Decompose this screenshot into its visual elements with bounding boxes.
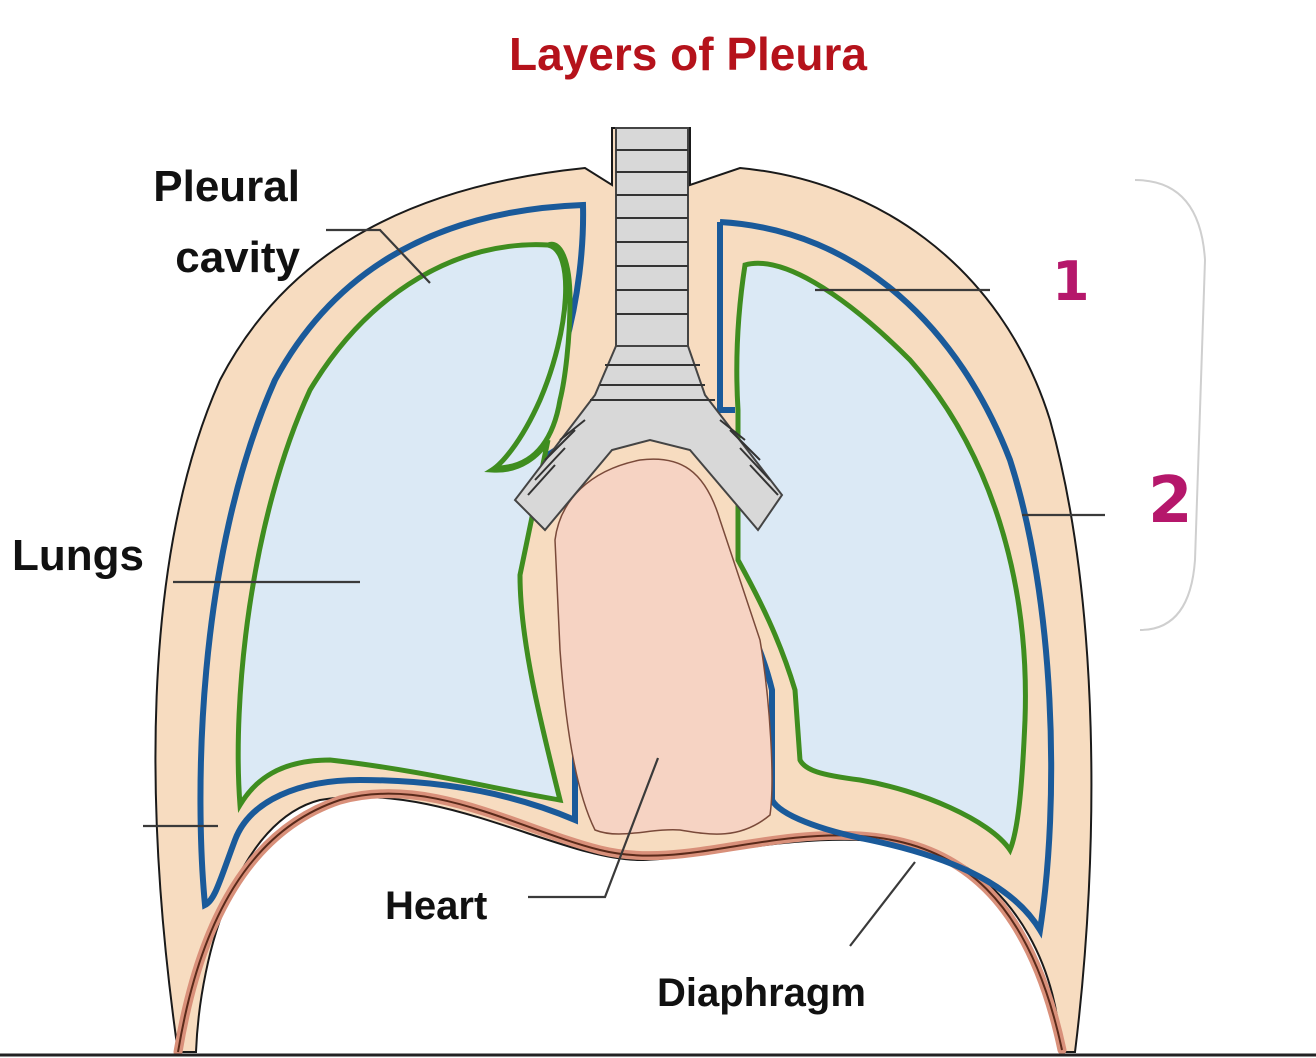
bronchi <box>513 345 784 532</box>
trachea <box>615 127 689 347</box>
right-lung <box>734 260 1028 856</box>
leader-pleural-cavity <box>326 228 431 284</box>
faint-bracket <box>1134 179 1207 631</box>
pleural-cavity-label-line1: Pleural <box>153 162 300 211</box>
left-lung-main <box>235 242 569 814</box>
heart-shape <box>554 458 773 835</box>
right-parietal-upper <box>717 222 735 413</box>
page-title: Layers of Pleura <box>509 28 867 80</box>
leader-diaphragm <box>849 861 916 947</box>
number-1-label: 1 <box>1052 250 1090 313</box>
number-2-label: 2 <box>1148 464 1193 538</box>
heart-label: Heart <box>385 884 487 928</box>
diaphragm-label: Diaphragm <box>657 971 866 1015</box>
lungs-label: Lungs <box>12 531 144 580</box>
pleural-cavity-label-line2: cavity <box>175 233 300 282</box>
leader-heart <box>528 757 660 899</box>
